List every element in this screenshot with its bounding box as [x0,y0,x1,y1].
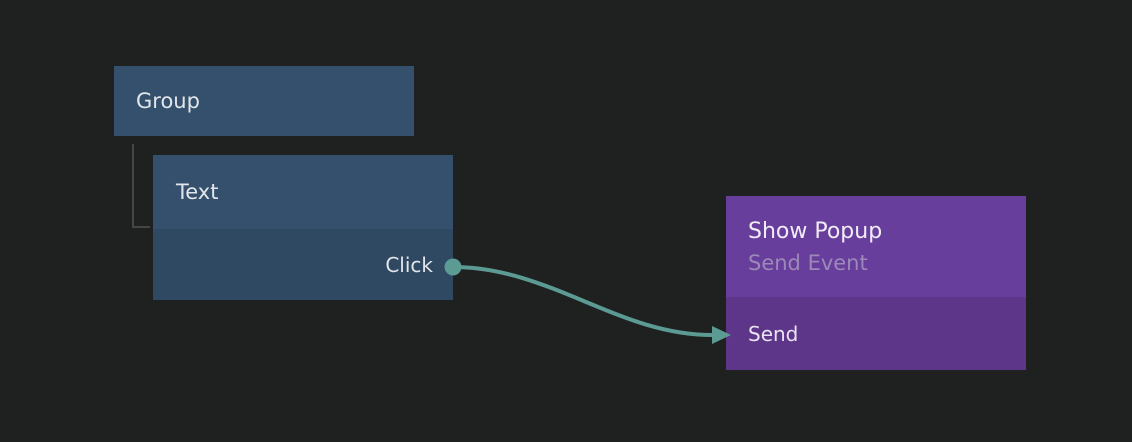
tree-connector-line [132,144,150,228]
send-input-port[interactable]: Send [748,322,798,346]
show-popup-node-header: Show Popup Send Event [726,196,1026,297]
show-popup-node-body: Send [726,297,1026,370]
show-popup-node-subtitle: Send Event [748,250,868,275]
text-node-body: Click [153,229,453,300]
text-node[interactable]: Text Click [153,155,453,300]
click-output-port-label: Click [385,252,433,277]
connection-wire[interactable] [451,265,714,337]
click-output-port[interactable]: Click [385,253,433,277]
group-node-title: Group [136,89,200,113]
group-node[interactable]: Group [114,66,414,136]
text-node-title: Text [176,180,219,204]
show-popup-node[interactable]: Show Popup Send Event Send [726,196,1026,370]
text-node-header: Text [153,155,453,229]
send-input-port-label: Send [748,321,799,346]
show-popup-node-title: Show Popup [748,218,883,244]
